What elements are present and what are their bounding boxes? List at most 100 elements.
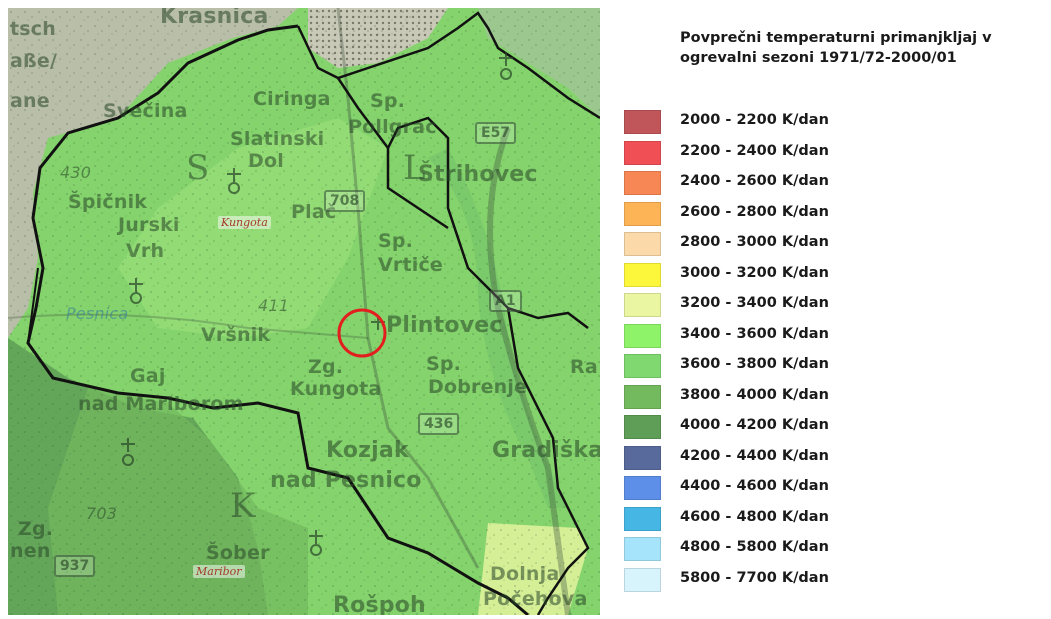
legend-label: 4800 - 5800 K/dan	[680, 539, 829, 555]
legend-item: 4800 - 5800 K/dan	[624, 537, 1044, 563]
legend-label: 4200 - 4400 K/dan	[680, 447, 829, 464]
church-icon-gaj	[121, 438, 135, 452]
legend-label: 3800 - 4000 K/dan	[680, 386, 829, 403]
legend-label: 4600 - 4800 K/dan	[680, 508, 829, 525]
place-label-pollgrac: Pollgrac	[348, 116, 437, 138]
place-label-ciringa: Ciringa	[253, 88, 331, 110]
legend-label: 2200 - 2400 K/dan	[680, 142, 829, 159]
legend-label: 3400 - 3600 K/dan	[680, 325, 829, 342]
road-shield-e57: E57	[475, 122, 517, 144]
place-label-krasnica: Krasnica	[160, 8, 269, 29]
map-view[interactable]: Krasnica tsch aße/ ane Svečina Ciringa S…	[8, 8, 600, 615]
legend-item: 4600 - 4800 K/dan	[624, 506, 1044, 533]
place-label-vrtice: Vrtiče	[378, 254, 444, 276]
legend-swatch	[624, 323, 661, 348]
place-label-nen: nen	[10, 540, 51, 562]
place-label-kozjak: Kozjak	[326, 438, 409, 463]
church-icon-jurski-ring	[130, 292, 142, 304]
legend-item: 4000 - 4200 K/dan	[624, 415, 1044, 441]
legend-swatch	[624, 140, 661, 165]
place-label-pochova: Počehova	[483, 588, 588, 610]
road-shield-a1: A1	[489, 290, 522, 312]
municipality-label-kungota: Kungota	[218, 216, 271, 229]
place-label-ane: ane	[10, 90, 50, 112]
legend-item: 5800 - 7700 K/dan	[624, 567, 1044, 594]
place-label-vrsnik: Vršnik	[201, 324, 271, 346]
church-icon-sober	[309, 530, 323, 544]
legend-item: 3400 - 3600 K/dan	[624, 323, 1044, 350]
legend-label: 3200 - 3400 K/dan	[680, 295, 829, 311]
place-label-zg: Zg.	[308, 356, 344, 378]
place-label-slatinski: Slatinski	[230, 128, 325, 150]
legend-label: 3000 - 3200 K/dan	[680, 264, 829, 281]
legend-swatch	[624, 384, 661, 409]
legend-label: 2800 - 3000 K/dan	[680, 234, 829, 250]
road-shield-436: 436	[418, 413, 460, 435]
place-label-nad-mariborom: nad Mariborom	[78, 393, 244, 415]
place-label-jurski: Jurski	[118, 214, 180, 236]
legend-item: 3000 - 3200 K/dan	[624, 262, 1044, 289]
road-shield-708: 708	[324, 190, 366, 212]
church-icon-gaj-ring	[122, 454, 134, 466]
municipality-label-maribor: Maribor	[193, 565, 245, 578]
place-label-dol: Dol	[248, 150, 284, 172]
place-label-sp-top: Sp.	[370, 90, 406, 112]
road-line-708	[336, 8, 480, 569]
place-label-sp-vrtice: Sp.	[378, 230, 414, 252]
church-icon-sober-ring	[310, 544, 322, 556]
elevation-label-411: 411	[258, 296, 290, 315]
place-label-plintovec: Plintovec	[386, 313, 503, 338]
location-marker-circle	[337, 308, 387, 358]
place-label-zg-left: Zg.	[18, 518, 54, 540]
place-label-strihovec: Štrihovec	[418, 162, 538, 187]
legend-swatch	[624, 567, 661, 592]
place-label-pesnica: Pesnica	[66, 304, 129, 323]
road-line-e57	[487, 126, 571, 615]
place-label-vrh: Vrh	[126, 240, 165, 262]
municipal-border-mid	[386, 116, 589, 329]
church-icon-sp-ring	[500, 68, 512, 80]
legend-item: 3800 - 4000 K/dan	[624, 384, 1044, 411]
legend-swatch	[624, 354, 661, 378]
road-shield-937: 937	[54, 555, 96, 577]
map-letter-l: L	[403, 148, 426, 188]
elevation-label-430: 430	[60, 163, 92, 182]
legend-title: Povprečni temperaturni primanjkljaj v og…	[680, 30, 992, 66]
legend-item: 4400 - 4600 K/dan	[624, 476, 1044, 502]
place-label-gaj: Gaj	[130, 365, 166, 387]
place-label-rospoh: Rošpoh	[333, 593, 426, 615]
legend-item: 4200 - 4400 K/dan	[624, 445, 1044, 472]
legend-label: 3600 - 3800 K/dan	[680, 356, 829, 372]
church-icon-dol-ring	[228, 182, 240, 194]
legend-item: 2200 - 2400 K/dan	[624, 140, 1044, 167]
legend-label: 2600 - 2800 K/dan	[680, 203, 829, 220]
place-label-ra: Ra	[570, 356, 598, 378]
legend-swatch	[624, 415, 661, 439]
legend-label: 5800 - 7700 K/dan	[680, 569, 829, 586]
place-label-spicnik: Špičnik	[68, 191, 148, 213]
national-border	[26, 24, 529, 615]
legend-swatch	[624, 476, 661, 500]
legend-item: 2800 - 3000 K/dan	[624, 232, 1044, 258]
place-label-dolnja: Dolnja	[490, 563, 560, 585]
map-letter-k: K	[230, 486, 256, 526]
legend-item: 3600 - 3800 K/dan	[624, 354, 1044, 380]
church-icon-jurski	[129, 278, 143, 292]
legend-swatch	[624, 537, 661, 561]
legend-item: 2600 - 2800 K/dan	[624, 201, 1044, 228]
municipal-border-inner	[336, 77, 449, 230]
legend-label: 4400 - 4600 K/dan	[680, 478, 829, 494]
legend-swatch	[624, 262, 661, 287]
municipal-border-west-inner	[27, 267, 39, 344]
place-label-gradiska: Gradiška	[492, 438, 600, 463]
legend-label: 2000 - 2200 K/dan	[680, 112, 829, 128]
place-label-tsch: tsch	[10, 18, 56, 40]
map-graphics	[8, 8, 600, 615]
legend-swatch	[624, 506, 661, 531]
legend-swatch	[624, 445, 661, 470]
legend-swatch	[624, 110, 661, 134]
legend-swatch	[624, 293, 661, 317]
municipal-border-south	[506, 307, 590, 615]
legend-item: 2000 - 2200 K/dan	[624, 110, 1044, 136]
legend-swatch	[624, 201, 661, 226]
